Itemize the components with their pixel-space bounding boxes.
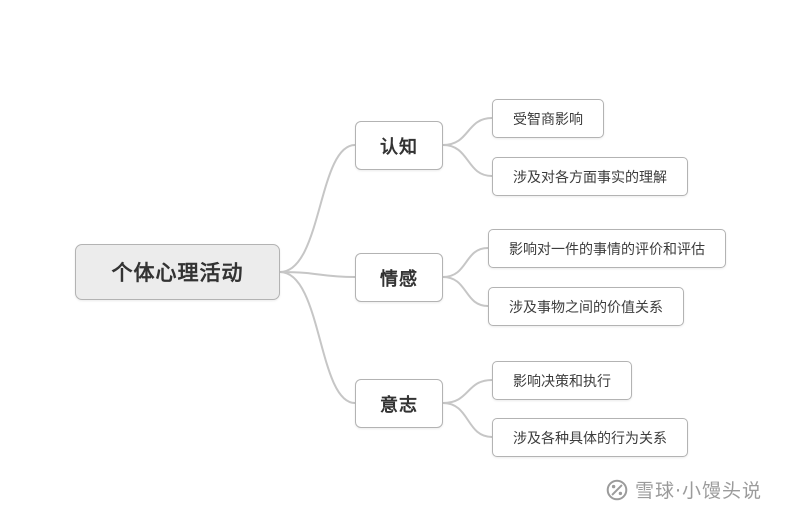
branch-node-emotion: 情感 [355, 253, 443, 302]
connector-emotion-leaf-1 [442, 247, 489, 278]
leaf-node-label: 影响决策和执行 [513, 373, 611, 390]
connector-root-emotion [279, 271, 356, 278]
connector-cognition-leaf-1 [442, 117, 493, 146]
leaf-node-label: 涉及各种具体的行为关系 [513, 430, 667, 447]
leaf-node-decision-execution: 影响决策和执行 [492, 361, 632, 400]
leaf-node-label: 涉及对各方面事实的理解 [513, 169, 667, 186]
branch-node-will: 意志 [355, 379, 443, 428]
leaf-node-label: 影响对一件的事情的评价和评估 [509, 241, 705, 258]
leaf-node-value-relations: 涉及事物之间的价值关系 [488, 287, 684, 326]
branch-node-label: 情感 [380, 268, 418, 290]
connector-will-leaf-2 [442, 402, 493, 438]
connector-root-cognition [279, 144, 356, 273]
branch-node-cognition: 认知 [355, 121, 443, 170]
leaf-node-evaluation-influence: 影响对一件的事情的评价和评估 [488, 229, 726, 268]
connector-will-leaf-1 [442, 379, 493, 404]
leaf-node-iq-influence: 受智商影响 [492, 99, 604, 138]
leaf-node-label: 涉及事物之间的价值关系 [509, 299, 663, 316]
connector-emotion-leaf-2 [442, 276, 489, 307]
branch-node-label: 认知 [380, 136, 418, 158]
xueqiu-logo-icon [606, 479, 628, 501]
connector-cognition-leaf-2 [442, 144, 493, 177]
connector-root-will [279, 271, 356, 404]
root-node-label: 个体心理活动 [111, 261, 244, 285]
leaf-node-behavior-relations: 涉及各种具体的行为关系 [492, 418, 688, 457]
watermark-text: 雪球·小馒头说 [634, 480, 762, 502]
branch-node-label: 意志 [380, 394, 418, 416]
watermark: 雪球·小馒头说 [606, 476, 762, 503]
root-node: 个体心理活动 [75, 244, 280, 300]
leaf-node-fact-understanding: 涉及对各方面事实的理解 [492, 157, 688, 196]
leaf-node-label: 受智商影响 [513, 111, 583, 128]
